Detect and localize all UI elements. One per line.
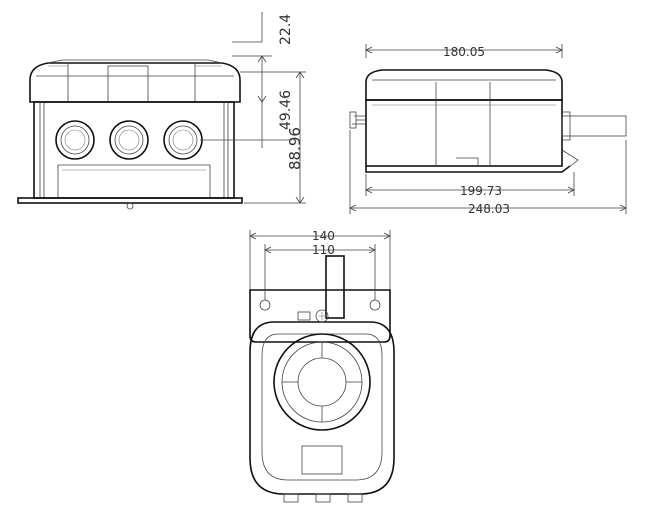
dim-140: 140 (312, 229, 335, 243)
top-view: 140 110 (249, 229, 395, 503)
side-view: 180.05 199.73 248.03 (349, 44, 627, 216)
mount-hole-left (259, 299, 271, 311)
cable-gland-center (109, 120, 149, 160)
dim-248-03: 248.03 (468, 202, 510, 216)
dim-180-05: 180.05 (443, 45, 485, 59)
dim-88-96: 88.96 (286, 127, 304, 170)
cable-gland-left (55, 120, 95, 160)
dim-22-4: 22.4 (278, 14, 294, 45)
cable-gland-right (163, 120, 203, 160)
siren-dome (273, 333, 371, 431)
dim-49-46: 49.46 (278, 90, 294, 130)
front-view: 22.4 49.46 88.96 (17, 12, 306, 210)
mount-hole-right (369, 299, 381, 311)
dim-199-73: 199.73 (460, 184, 502, 198)
label-plate (301, 445, 343, 475)
dim-110: 110 (312, 243, 335, 257)
